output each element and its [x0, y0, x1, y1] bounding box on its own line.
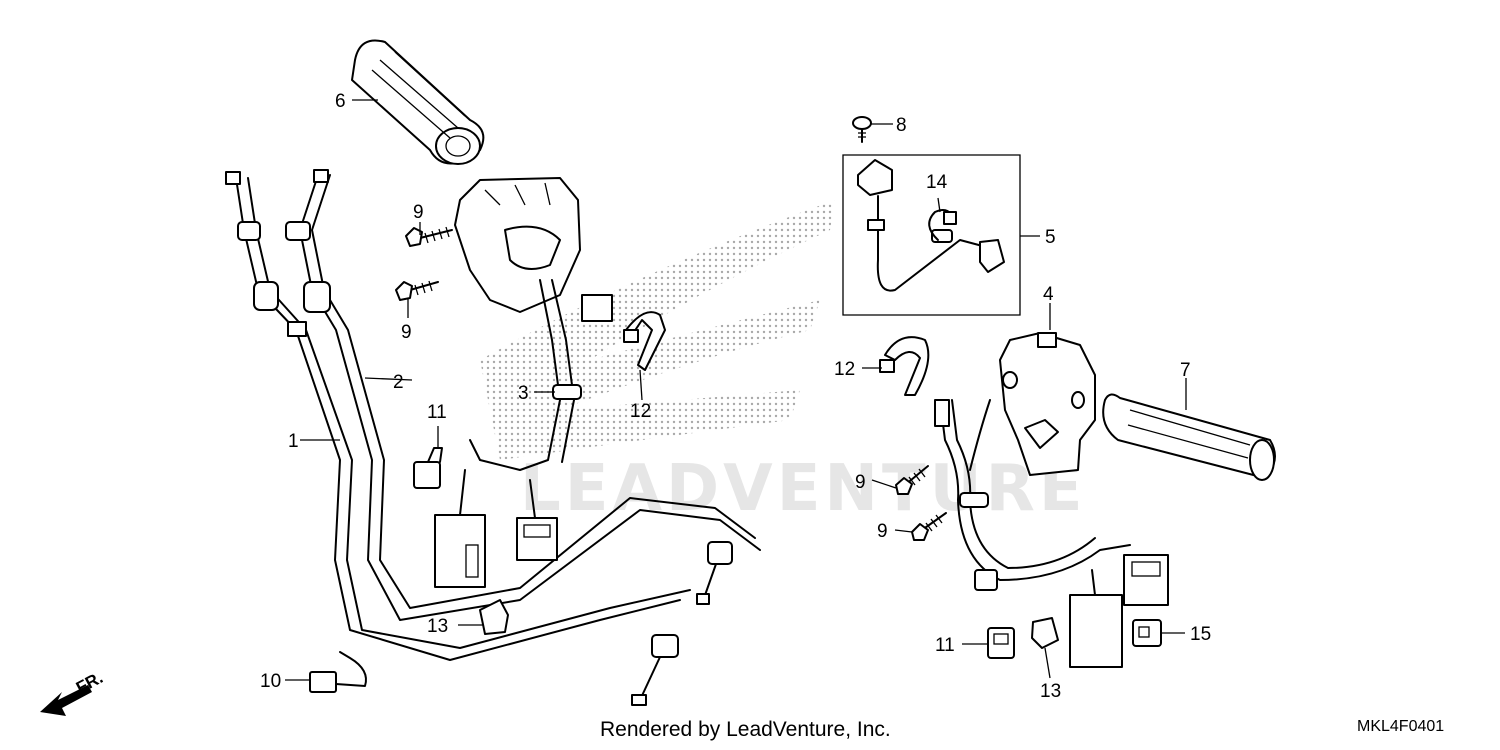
callout-12-left: 12 — [630, 401, 651, 422]
clip-13-right[interactable] — [1031, 617, 1059, 649]
left-connector-small — [516, 479, 558, 561]
switch-assembly-box-5[interactable] — [842, 154, 1021, 316]
left-switch-housing[interactable] — [454, 177, 581, 471]
front-direction-arrow: FR. — [40, 668, 106, 716]
callout-10: 10 — [260, 671, 281, 692]
callout-15: 15 — [1190, 624, 1211, 645]
throttle-cable-2[interactable] — [285, 169, 761, 621]
coupler-15[interactable] — [1132, 619, 1162, 647]
diagram-code: MKL4F0401 — [1357, 718, 1445, 735]
callout-14: 14 — [926, 172, 948, 193]
callout-8: 8 — [896, 115, 907, 136]
right-grip[interactable] — [1102, 393, 1276, 481]
callout-4: 4 — [1043, 284, 1054, 305]
callout-leaders — [285, 99, 1187, 681]
clamp-11-left[interactable] — [413, 447, 443, 489]
clamp-11-right[interactable] — [987, 627, 1015, 659]
band-12-left[interactable] — [623, 311, 666, 371]
screw-8[interactable] — [852, 116, 872, 143]
band-12-right[interactable] — [879, 336, 930, 396]
callout-7: 7 — [1180, 360, 1191, 381]
callout-1: 1 — [288, 431, 299, 452]
callout-3: 3 — [518, 383, 529, 404]
callout-5: 5 — [1045, 227, 1056, 248]
callout-9-upper-left: 9 — [413, 202, 424, 223]
right-connector-small — [1123, 554, 1169, 606]
callout-13-right: 13 — [1040, 681, 1061, 702]
left-connector-large — [434, 469, 486, 588]
rendered-by-credit: Rendered by LeadVenture, Inc. — [600, 718, 891, 741]
watermark-text: LEADVENTURE — [520, 452, 1087, 526]
right-switch-housing[interactable] — [999, 332, 1096, 476]
clip-14[interactable] — [928, 209, 957, 241]
right-wire-harness — [934, 399, 1131, 591]
throttle-cable-1[interactable] — [225, 171, 691, 661]
harness-band-3 — [552, 384, 582, 400]
bolt-9-lower-right[interactable] — [911, 512, 947, 541]
bolt-9-upper-left[interactable] — [405, 226, 453, 247]
callout-11-left: 11 — [427, 402, 447, 423]
clip-13-left[interactable] — [479, 599, 509, 635]
tie-10[interactable] — [309, 651, 367, 693]
callout-12-right: 12 — [834, 359, 855, 380]
right-connector-large — [1069, 569, 1123, 668]
callout-13-left: 13 — [427, 616, 448, 637]
bolt-9-lower-left[interactable] — [395, 280, 439, 301]
small-coupler-top — [581, 294, 613, 322]
callout-9-lower-right: 9 — [877, 521, 888, 542]
callout-9-upper-right: 9 — [855, 472, 866, 493]
cable-end-fitting-lower — [631, 541, 733, 706]
callout-2: 2 — [393, 372, 404, 393]
callout-11-right: 11 — [935, 635, 955, 656]
callout-9-lower-left: 9 — [401, 322, 412, 343]
left-grip[interactable] — [351, 39, 485, 165]
bolt-9-upper-right[interactable] — [895, 465, 929, 495]
callout-6: 6 — [335, 91, 346, 112]
